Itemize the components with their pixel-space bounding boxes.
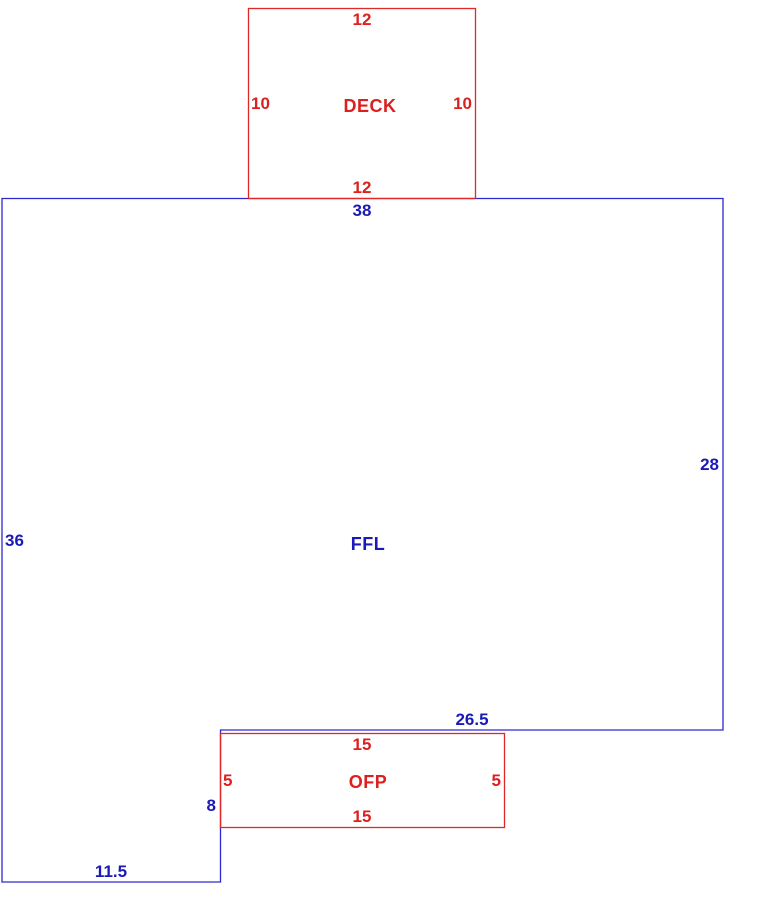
ffl-dim-inner-right: 8 [207, 796, 216, 815]
deck-outline [247, 7, 477, 200]
deck-dim-bottom: 12 [353, 178, 372, 197]
ofp-dim-bottom: 15 [353, 807, 372, 826]
ffl-dim-inner-top: 26.5 [455, 710, 488, 729]
ofp-dim-top: 15 [353, 735, 372, 754]
ffl-dim-top: 38 [353, 201, 372, 220]
ffl-dim-bottom: 11.5 [95, 862, 127, 881]
ofp-outline [219, 732, 506, 829]
ffl-dim-right: 28 [700, 455, 719, 474]
deck-label: DECK [343, 96, 396, 116]
ofp-label: OFP [349, 772, 388, 792]
ofp-dim-right: 5 [492, 771, 501, 790]
ffl-dim-left: 36 [5, 531, 24, 550]
ffl-outline [1, 197, 724, 883]
ofp-dim-left: 5 [223, 771, 232, 790]
deck-dim-right: 10 [453, 94, 472, 113]
deck-dim-left: 10 [251, 94, 270, 113]
ffl-label: FFL [351, 534, 386, 554]
deck-dim-top: 12 [353, 10, 372, 29]
